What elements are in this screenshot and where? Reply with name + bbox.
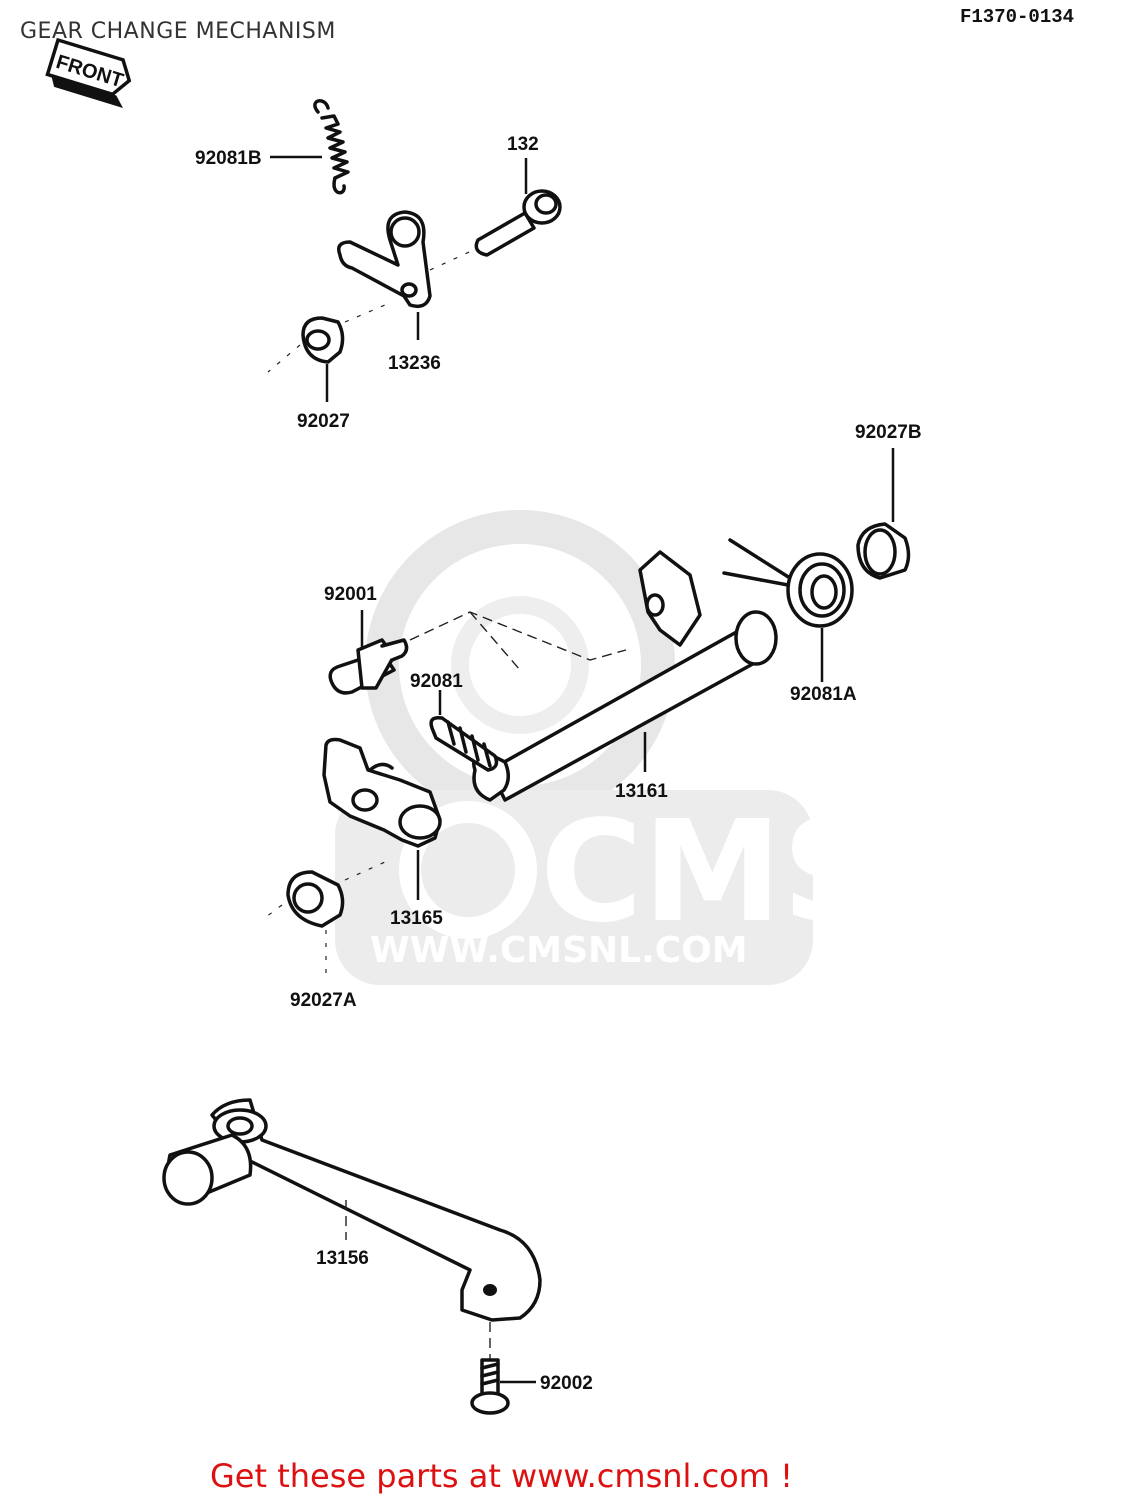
part-label-13156: 13156 <box>316 1248 369 1269</box>
pin-92001[interactable] <box>328 638 409 695</box>
part-label-92002: 92002 <box>540 1373 593 1394</box>
part-label-13165: 13165 <box>390 908 443 929</box>
part-label-92001: 92001 <box>324 584 377 605</box>
shift-drum-13165[interactable] <box>322 737 442 848</box>
lever-13236[interactable] <box>337 210 432 309</box>
part-label-92081B: 92081B <box>195 148 262 169</box>
change-pedal-13156[interactable] <box>162 1098 542 1322</box>
part-label-92027A: 92027A <box>290 990 357 1011</box>
front-arrow-tag: FRONT <box>45 37 132 108</box>
part-label-92027: 92027 <box>297 411 350 432</box>
spring-92081B[interactable] <box>313 99 350 195</box>
return-spring-92081A[interactable] <box>722 538 854 628</box>
part-label-132: 132 <box>507 134 539 155</box>
spring-92081[interactable] <box>429 715 499 772</box>
part-label-13161: 13161 <box>615 781 668 802</box>
part-label-13236: 13236 <box>388 353 441 374</box>
washer-92027[interactable] <box>301 316 345 364</box>
bolt-132[interactable] <box>474 189 562 257</box>
bolt-92002[interactable] <box>470 1358 510 1415</box>
watermark: CMS WWW.CMSNL.COM <box>335 510 883 985</box>
collar-92027B[interactable] <box>856 522 911 580</box>
shift-shaft-13161[interactable] <box>472 550 778 802</box>
diagram-title: GEAR CHANGE MECHANISM <box>20 19 336 44</box>
part-label-92081: 92081 <box>410 671 463 692</box>
washer-92027A[interactable] <box>286 870 345 928</box>
footer-call-to-action[interactable]: Get these parts at www.cmsnl.com ! <box>210 1457 793 1495</box>
watermark-logo-text: CMS <box>540 791 883 954</box>
watermark-url: WWW.CMSNL.COM <box>370 930 748 971</box>
part-label-92027B: 92027B <box>855 422 922 443</box>
part-label-92081A: 92081A <box>790 684 857 705</box>
diagram-code: F1370-0134 <box>960 6 1074 28</box>
